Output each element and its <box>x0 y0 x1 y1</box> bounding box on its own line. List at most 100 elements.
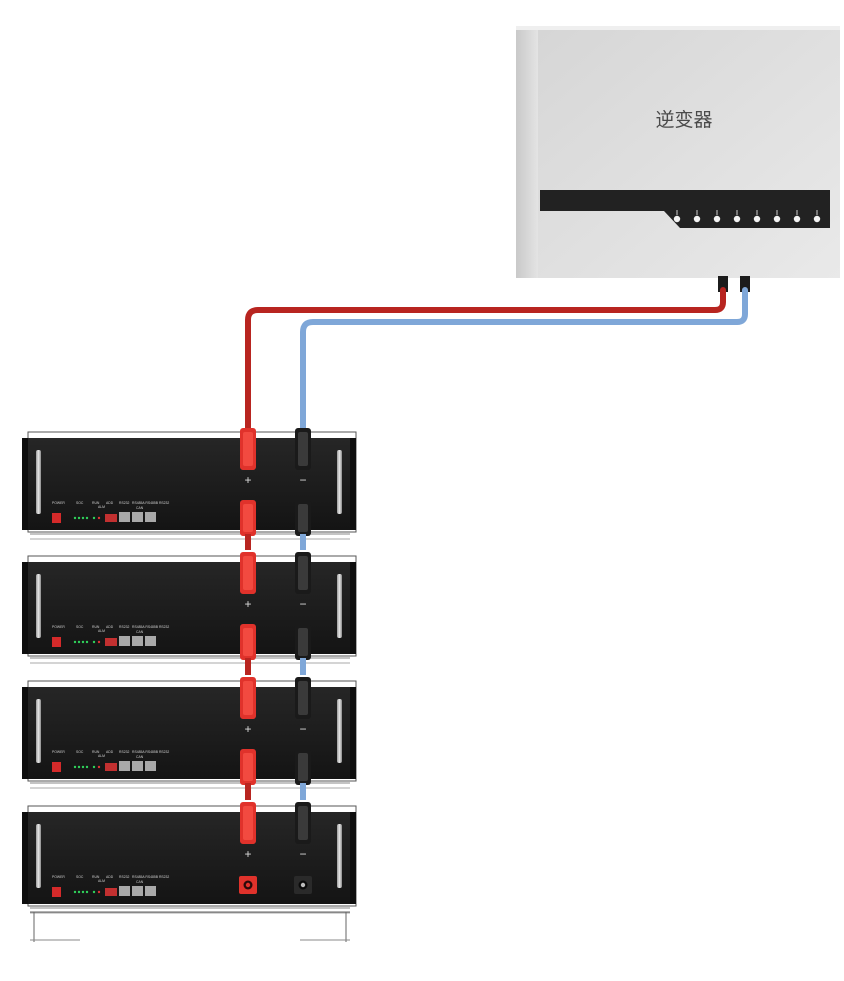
soc-led <box>81 640 85 644</box>
positive-polarity-label: + <box>244 473 251 487</box>
comm-port <box>132 512 143 522</box>
module-handle-left <box>36 824 41 888</box>
module-ear-right <box>350 812 356 904</box>
inverter: 逆变器 <box>516 26 840 292</box>
terminal-negative-pin <box>300 882 306 888</box>
soc-label: SOC <box>76 875 84 879</box>
module-ear-left <box>22 562 28 654</box>
run-label: RUN <box>92 875 100 879</box>
address-label: ADD <box>106 875 114 879</box>
jumper-cable-negative <box>300 658 306 675</box>
soc-led <box>81 765 85 769</box>
can-label: CAN <box>136 755 144 759</box>
address-label: ADD <box>106 501 114 505</box>
run-led <box>92 890 96 894</box>
run-label: RUN <box>92 750 100 754</box>
comm-port <box>145 512 156 522</box>
module-handle-right <box>337 699 342 763</box>
soc-led <box>81 890 85 894</box>
terminal-positive-pin <box>245 882 251 888</box>
soc-led <box>77 516 81 520</box>
connector-negative-grip <box>298 628 308 656</box>
module-handle-left <box>36 574 41 638</box>
soc-led <box>85 765 89 769</box>
comm-port <box>132 886 143 896</box>
comm-port <box>119 636 130 646</box>
inverter-terminal <box>793 215 801 223</box>
connector-positive-grip <box>243 753 253 781</box>
alarm-label: ALM <box>98 754 105 758</box>
negative-polarity-label: − <box>299 597 306 611</box>
run-led <box>92 765 96 769</box>
power-button <box>52 887 61 897</box>
inverter-label: 逆变器 <box>655 109 712 131</box>
alarm-led <box>97 516 101 520</box>
comm-port <box>145 761 156 771</box>
connector-positive-grip <box>243 681 253 715</box>
soc-led <box>73 890 77 894</box>
inverter-side <box>516 28 540 278</box>
soc-led <box>73 640 77 644</box>
comm-port <box>119 886 130 896</box>
negative-polarity-label: − <box>299 473 306 487</box>
module-ear-left <box>22 812 28 904</box>
comm-ports-label: RS485A RS485B RS232 <box>132 625 169 629</box>
connector-negative-grip <box>298 504 308 532</box>
alarm-led <box>97 890 101 894</box>
address-switch <box>105 888 117 896</box>
rs-label: RS232 <box>119 501 129 505</box>
comm-port <box>119 761 130 771</box>
run-led <box>92 516 96 520</box>
run-led <box>92 640 96 644</box>
comm-port <box>119 512 130 522</box>
soc-led <box>77 890 81 894</box>
power-label: POWER <box>52 625 65 629</box>
module-handle-right <box>337 824 342 888</box>
address-switch <box>105 638 117 646</box>
rs-label: RS232 <box>119 625 129 629</box>
can-label: CAN <box>136 630 144 634</box>
soc-label: SOC <box>76 501 84 505</box>
address-label: ADD <box>106 625 114 629</box>
rs-label: RS232 <box>119 875 129 879</box>
jumper-cable-positive <box>245 783 251 800</box>
comm-ports-label: RS485A RS485B RS232 <box>132 750 169 754</box>
power-label: POWER <box>52 501 65 505</box>
connector-negative-grip <box>298 806 308 840</box>
inverter-terminal <box>733 215 741 223</box>
module-ear-right <box>350 687 356 779</box>
module-ear-left <box>22 438 28 530</box>
power-label: POWER <box>52 875 65 879</box>
run-label: RUN <box>92 501 100 505</box>
jumper-cable-positive <box>245 534 251 550</box>
comm-ports-label: RS485A RS485B RS232 <box>132 501 169 505</box>
connector-negative-grip <box>298 556 308 590</box>
inverter-gland-negative <box>740 276 750 292</box>
connector-negative-grip <box>298 681 308 715</box>
module-handle-left <box>36 699 41 763</box>
alarm-label: ALM <box>98 879 105 883</box>
connector-positive-grip <box>243 628 253 656</box>
module-handle-right <box>337 450 342 514</box>
inverter-terminals <box>673 210 821 223</box>
positive-polarity-label: + <box>244 597 251 611</box>
connector-positive-grip <box>243 504 253 532</box>
module-ear-left <box>22 687 28 779</box>
power-button <box>52 762 61 772</box>
positive-polarity-label: + <box>244 847 251 861</box>
inverter-body <box>538 28 840 278</box>
comm-ports-label: RS485A RS485B RS232 <box>132 875 169 879</box>
inverter-terminal <box>693 215 701 223</box>
module-handle-left <box>36 450 41 514</box>
positive-polarity-label: + <box>244 722 251 736</box>
module-ear-right <box>350 438 356 530</box>
address-label: ADD <box>106 750 114 754</box>
soc-led <box>85 640 89 644</box>
jumper-cable-positive <box>245 658 251 675</box>
main-cable-positive <box>245 287 726 433</box>
power-button <box>52 637 61 647</box>
